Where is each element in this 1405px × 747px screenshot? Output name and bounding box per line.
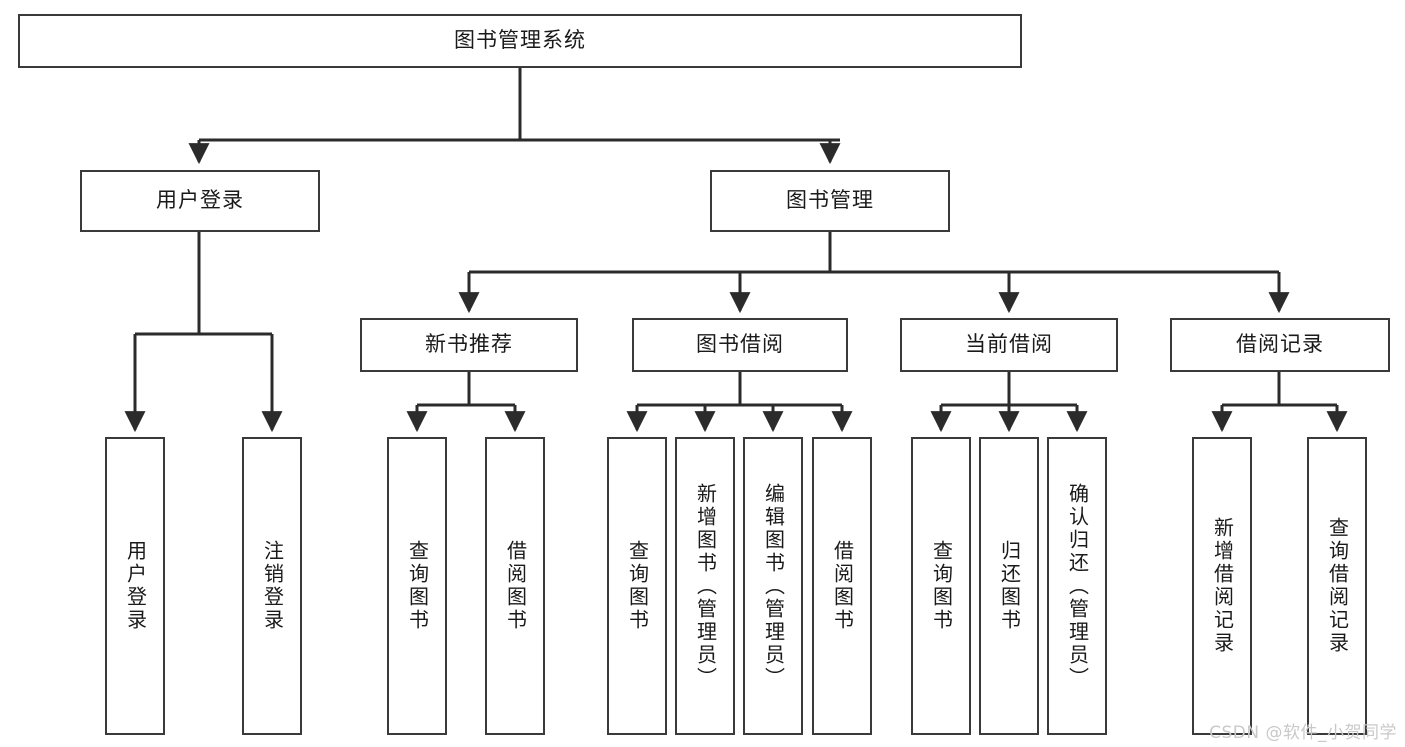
leaf-borrow-add-book-admin[interactable]: 新增图书（管理员） — [675, 437, 735, 735]
leaf-borrow-borrow-book[interactable]: 借阅图书 — [812, 437, 872, 735]
node-label: 用户登录 — [156, 188, 244, 213]
leaf-current-return-book[interactable]: 归还图书 — [979, 437, 1039, 735]
node-user-login[interactable]: 用户登录 — [80, 170, 320, 232]
leaf-borrow-edit-book-admin[interactable]: 编辑图书（管理员） — [743, 437, 803, 735]
node-label: 确认归还（管理员） — [1065, 482, 1090, 690]
node-label: 借阅记录 — [1236, 332, 1324, 357]
leaf-user-login-signin[interactable]: 用户登录 — [105, 437, 165, 735]
node-label: 图书管理 — [786, 188, 874, 213]
node-label: 当前借阅 — [965, 332, 1053, 357]
leaf-recommend-borrow-book[interactable]: 借阅图书 — [485, 437, 545, 735]
node-label: 图书借阅 — [696, 332, 784, 357]
leaf-user-login-signout[interactable]: 注销登录 — [242, 437, 302, 735]
node-label: 查询借阅记录 — [1325, 517, 1350, 655]
node-label: 图书管理系统 — [454, 28, 586, 53]
node-label: 借阅图书 — [830, 540, 855, 632]
leaf-current-confirm-return-admin[interactable]: 确认归还（管理员） — [1047, 437, 1107, 735]
node-label: 新增图书（管理员） — [693, 482, 718, 690]
node-label: 借阅图书 — [503, 540, 528, 632]
node-label: 编辑图书（管理员） — [761, 482, 786, 690]
node-label: 用户登录 — [123, 540, 148, 632]
node-book-management[interactable]: 图书管理 — [710, 170, 950, 232]
leaf-record-add-record[interactable]: 新增借阅记录 — [1192, 437, 1252, 735]
node-label: 查询图书 — [625, 540, 650, 632]
node-borrow-record[interactable]: 借阅记录 — [1170, 318, 1390, 372]
leaf-current-query-book[interactable]: 查询图书 — [911, 437, 971, 735]
leaf-recommend-query-book[interactable]: 查询图书 — [387, 437, 447, 735]
node-label: 查询图书 — [405, 540, 430, 632]
node-label: 新书推荐 — [425, 332, 513, 357]
leaf-record-query-record[interactable]: 查询借阅记录 — [1307, 437, 1367, 735]
node-label: 归还图书 — [997, 540, 1022, 632]
node-current-borrow[interactable]: 当前借阅 — [900, 318, 1118, 372]
leaf-borrow-query-book[interactable]: 查询图书 — [607, 437, 667, 735]
node-label: 新增借阅记录 — [1210, 517, 1235, 655]
node-label: 注销登录 — [260, 540, 285, 632]
node-root-system[interactable]: 图书管理系统 — [18, 14, 1022, 68]
csdn-watermark: CSDN @软件_小贺同学 — [1209, 723, 1397, 743]
node-book-borrow[interactable]: 图书借阅 — [632, 318, 848, 372]
node-label: 查询图书 — [929, 540, 954, 632]
node-new-book-recommend[interactable]: 新书推荐 — [360, 318, 578, 372]
